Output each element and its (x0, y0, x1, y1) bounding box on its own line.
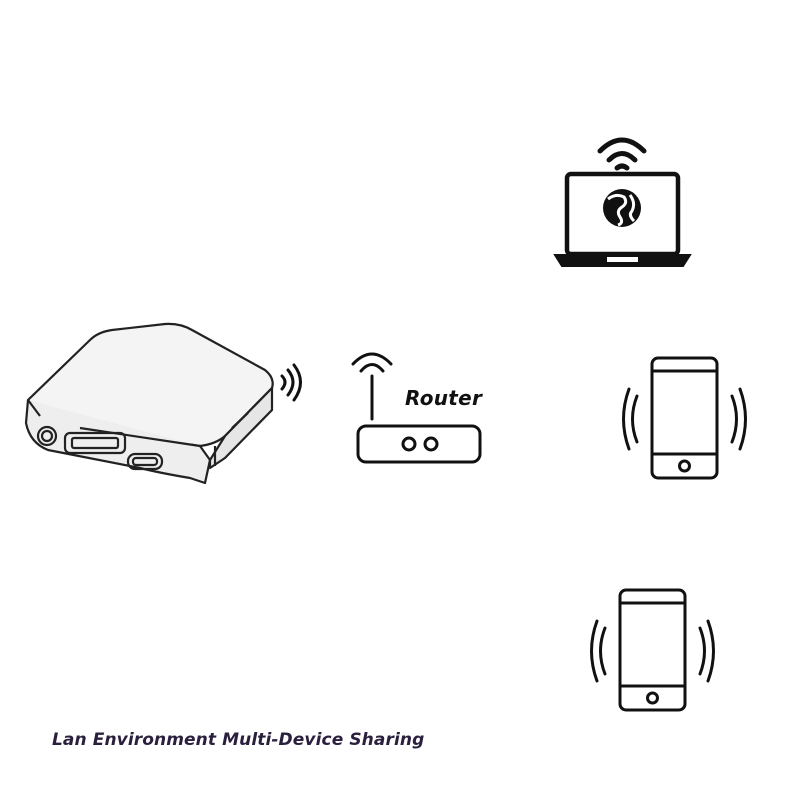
smartphone-icon (622, 356, 747, 480)
router-label: Router (405, 386, 483, 410)
router-device (345, 346, 485, 466)
media-box-device (20, 318, 310, 493)
router-icon (351, 352, 482, 464)
laptop-icon (553, 137, 692, 267)
smartphone-bottom (588, 584, 718, 714)
media-box-icon (24, 322, 274, 485)
smartphone-top (620, 352, 750, 482)
globe-icon (603, 189, 641, 227)
wifi-signal-icon (280, 363, 302, 402)
smartphone-icon (590, 588, 715, 712)
caption: Lan Environment Multi-Device Sharing (52, 730, 425, 750)
laptop-device (550, 133, 695, 271)
media-box-wifi-signal (276, 362, 306, 402)
